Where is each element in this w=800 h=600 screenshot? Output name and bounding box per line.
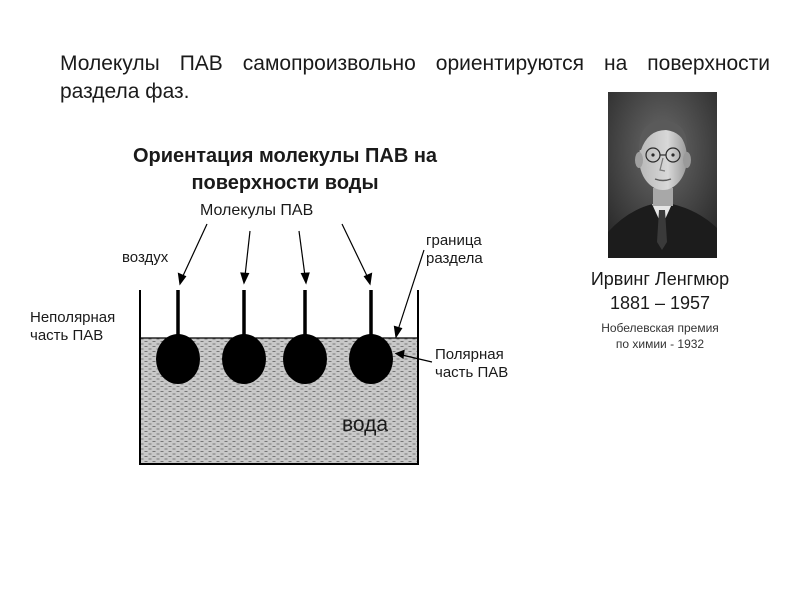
label-boundary-line-1: граница (426, 232, 482, 249)
molecule-head (349, 334, 393, 384)
label-polar-line-2: часть ПАВ (435, 364, 509, 381)
scientist-portrait (608, 92, 717, 258)
boundary-pointer-arrow (393, 249, 425, 339)
surfactant-molecule (156, 290, 200, 384)
label-molecules: Молекулы ПАВ (200, 202, 314, 219)
diagram-title: Ориентация молекулы ПАВ на поверхности в… (95, 143, 475, 197)
label-polar-line-1: Полярная (435, 346, 504, 363)
label-boundary: граница раздела (426, 232, 483, 268)
diagram-title-line-2: поверхности воды (191, 172, 379, 194)
label-boundary-line-2: раздела (426, 250, 483, 267)
label-nonpolar-line-1: Неполярная (30, 309, 116, 326)
scientist-years: 1881 – 1957 (609, 293, 711, 313)
intro-text: Молекулы ПАВ самопроизвольно ориентируют… (60, 52, 770, 103)
molecule-head (283, 334, 327, 384)
diagram-title-line-1: Ориентация молекулы ПАВ на (132, 145, 438, 167)
molecule-head (156, 334, 200, 384)
label-nonpolar-part: Неполярная часть ПАВ (30, 309, 115, 345)
polar-pointer-arrow (394, 349, 433, 363)
nobel-prize-line-1: Нобелевская премия (601, 321, 719, 335)
label-nonpolar-line-2: часть ПАВ (30, 327, 104, 344)
label-water: вода (342, 413, 389, 436)
scientist-name: Ирвинг Ленгмюр (590, 269, 730, 289)
vessel-outline (139, 290, 419, 465)
nobel-prize-caption: Нобелевская премия по химии - 1932 (580, 320, 740, 352)
molecule-head (222, 334, 266, 384)
portrait-image (608, 92, 717, 258)
surfactant-molecule (283, 290, 327, 384)
surfactant-molecule (222, 290, 266, 384)
label-air: воздух (122, 249, 169, 266)
molecule-pointer-arrows (177, 223, 373, 286)
nobel-prize-line-2: по химии - 1932 (615, 337, 705, 351)
surfactant-molecule (349, 290, 393, 384)
label-polar-part: Полярная часть ПАВ (435, 346, 508, 382)
